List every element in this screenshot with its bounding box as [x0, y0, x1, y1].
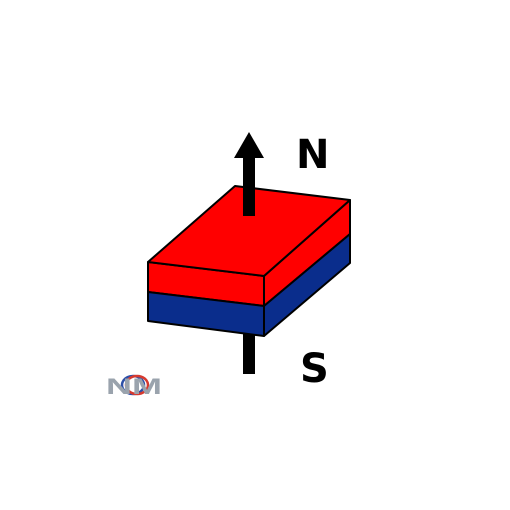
south-field-line: [243, 330, 255, 374]
magnet-block: [147, 185, 351, 337]
north-pole-label: N: [296, 132, 329, 178]
logo-wordmark: NM: [106, 374, 162, 399]
north-arrow-shaft: [243, 150, 255, 216]
brand-logo: NM: [106, 374, 162, 399]
north-arrow-icon: [234, 132, 264, 216]
logo-ring-right: [124, 374, 150, 396]
magnet-side-south-face: [263, 233, 351, 337]
magnet-top-face: [147, 185, 351, 277]
north-arrow-head: [234, 132, 264, 158]
south-pole-label: S: [300, 346, 329, 392]
